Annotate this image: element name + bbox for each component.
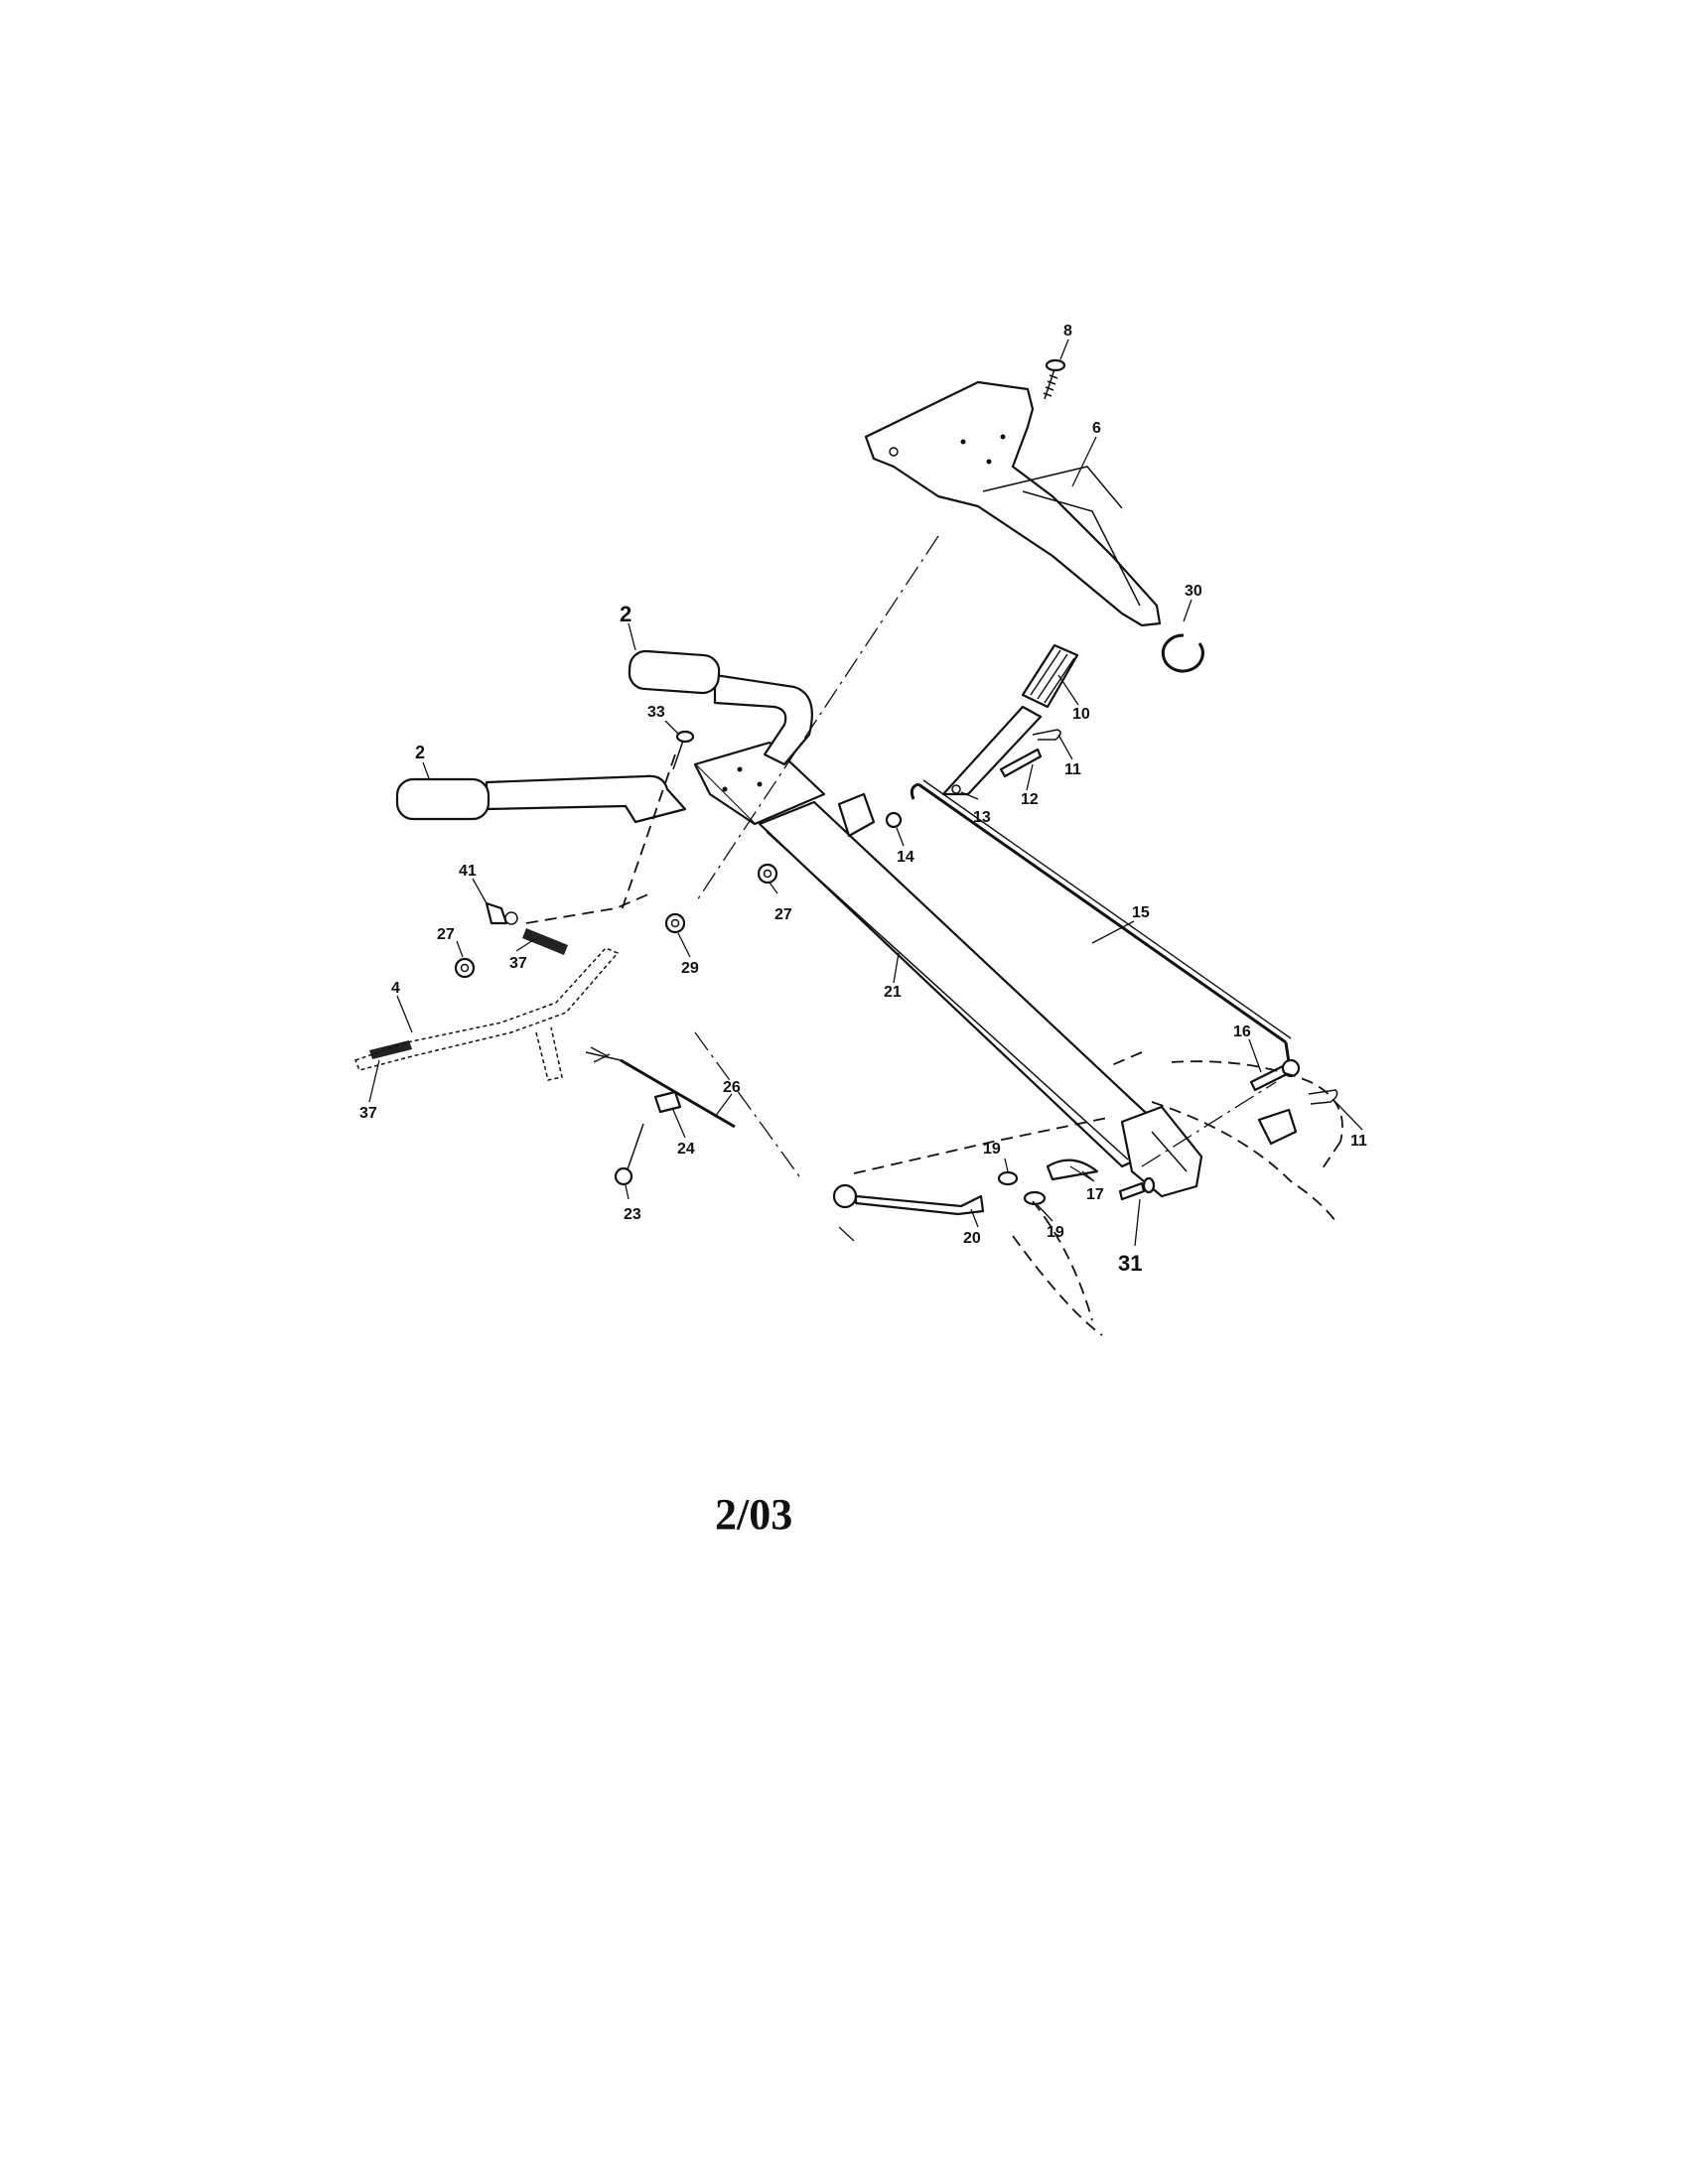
leader-lines <box>368 339 1363 1247</box>
callout-27-right: 27 <box>774 906 792 923</box>
part-8-screw <box>1043 358 1066 400</box>
part-10-lever-grip <box>1021 643 1079 709</box>
part-29-nut <box>664 912 686 934</box>
part-4-control-bail <box>354 947 620 1081</box>
callout-21: 21 <box>884 984 902 1001</box>
callout-29: 29 <box>681 960 699 977</box>
callout-23: 23 <box>624 1206 641 1223</box>
part-14-washer <box>885 811 903 829</box>
callout-16: 16 <box>1233 1024 1251 1040</box>
part-41-clip <box>485 901 518 925</box>
callout-4: 4 <box>391 980 400 997</box>
part-17-knob <box>1046 1159 1099 1181</box>
part-23-screw <box>614 1123 644 1186</box>
part-24-clamp <box>653 1090 682 1114</box>
callout-20: 20 <box>963 1230 981 1247</box>
assembly-lines <box>694 535 1277 1242</box>
callout-2-upper: 2 <box>620 602 632 626</box>
callout-19-lower: 19 <box>1047 1224 1064 1241</box>
part-20-gear-shift-rod <box>832 1183 985 1216</box>
part-19-washer-upper <box>997 1170 1019 1186</box>
part-2-grip-upper <box>628 649 721 695</box>
part-12-bolt <box>999 748 1043 778</box>
callout-10: 10 <box>1072 706 1090 723</box>
callout-30: 30 <box>1185 583 1202 600</box>
part-21-handle-tube <box>758 800 1203 1198</box>
part-11-hairpin-lower <box>1257 1089 1338 1146</box>
callout-17: 17 <box>1086 1186 1104 1203</box>
part-2-grip-lower <box>395 777 491 821</box>
callout-13: 13 <box>973 809 991 826</box>
callout-27-left: 27 <box>437 926 455 943</box>
callout-33: 33 <box>647 704 665 721</box>
part-13-lever <box>941 705 1043 796</box>
part-15-shift-rod <box>910 779 1292 1063</box>
part-30-retaining-ring <box>1161 633 1204 673</box>
callout-8: 8 <box>1063 323 1072 340</box>
callout-labels: 8 6 30 2 2 33 10 11 12 13 14 41 27 27 37… <box>359 323 1367 1276</box>
callout-15: 15 <box>1132 904 1150 921</box>
handlebar <box>485 673 813 824</box>
callout-11-upper: 11 <box>1064 761 1081 778</box>
part-37-spring-upper <box>522 928 568 955</box>
callout-37-upper: 37 <box>509 955 527 972</box>
part-37-spring-lower <box>369 1040 412 1059</box>
part-27-nut-left <box>454 957 476 979</box>
callout-6: 6 <box>1092 420 1101 437</box>
callout-31: 31 <box>1118 1251 1142 1276</box>
handle-bracket <box>693 741 876 838</box>
callout-37-lower: 37 <box>359 1105 377 1122</box>
part-33-bolt <box>672 730 695 770</box>
part-11-hairpin-upper <box>1032 729 1061 741</box>
callout-41: 41 <box>459 863 477 880</box>
callout-12: 12 <box>1021 791 1039 808</box>
callout-14: 14 <box>897 849 914 866</box>
machine-outline <box>525 753 1343 1336</box>
part-16-bolt <box>1249 1058 1301 1092</box>
callout-26: 26 <box>723 1079 741 1096</box>
callout-11-lower: 11 <box>1350 1133 1367 1150</box>
part-27-nut-right <box>757 863 778 885</box>
callout-19-upper: 19 <box>983 1141 1001 1158</box>
callout-24: 24 <box>677 1141 695 1158</box>
part-31-bolt <box>1118 1176 1156 1201</box>
part-6-shroud <box>864 380 1162 627</box>
callout-2-lower: 2 <box>415 743 425 762</box>
part-26-cable <box>585 1046 736 1129</box>
revision-date: 2/03 <box>715 1490 793 1539</box>
